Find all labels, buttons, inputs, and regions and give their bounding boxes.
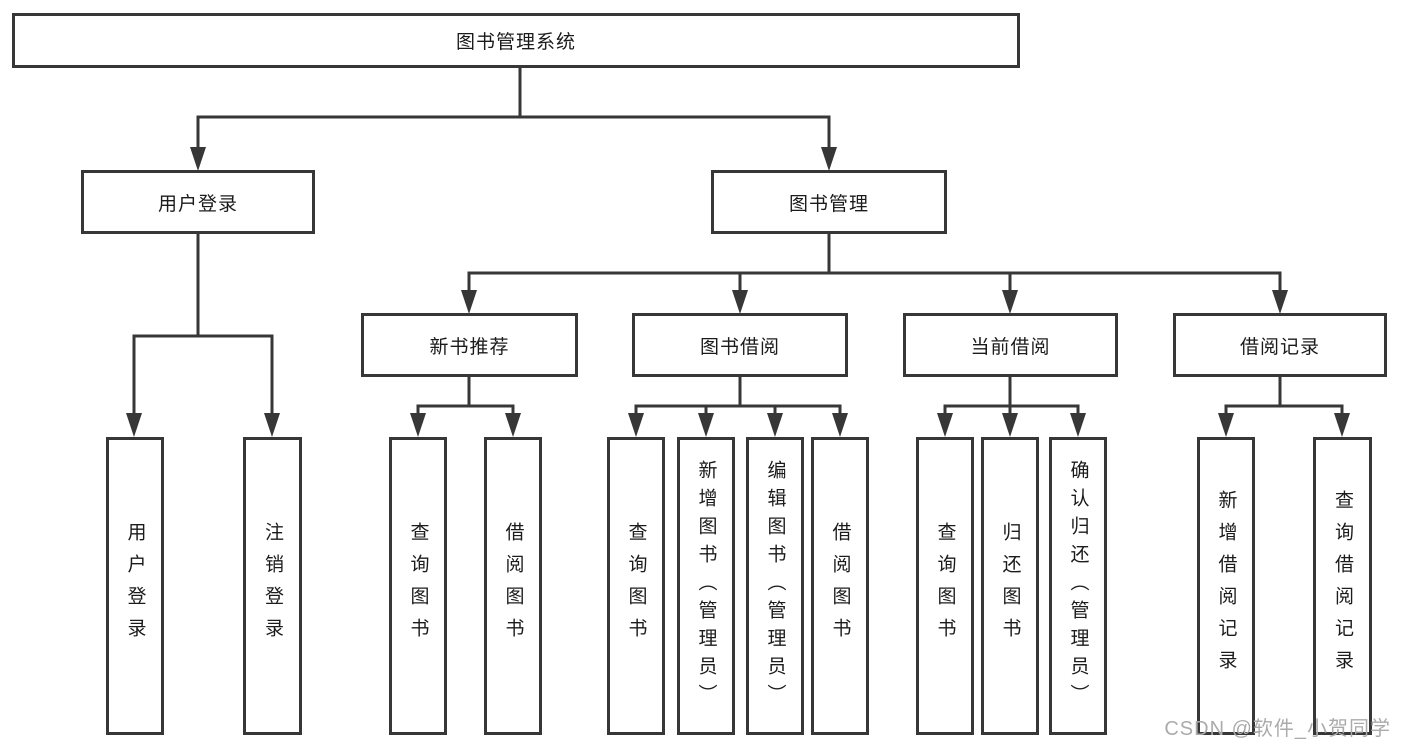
leaf-newbook-query-books: 查询图书 <box>389 437 447 735</box>
node-label: 编辑图书（管理员） <box>764 460 786 712</box>
node-label: 图书借阅 <box>699 336 780 358</box>
node-label: 新增借阅记录 <box>1215 490 1237 682</box>
node-new-book-recommend: 新书推荐 <box>361 313 578 377</box>
node-root: 图书管理系统 <box>12 13 1020 68</box>
node-label: 图书管理系统 <box>455 32 576 53</box>
node-label: 注销登录 <box>262 522 283 650</box>
node-label: 查询图书 <box>625 522 647 650</box>
leaf-newbook-borrow-books: 借阅图书 <box>484 437 542 735</box>
node-label: 新书推荐 <box>429 336 510 358</box>
leaf-user-login: 用户登录 <box>106 437 164 735</box>
leaf-borrow-add-books-admin: 新增图书（管理员） <box>677 437 735 735</box>
node-book-management: 图书管理 <box>711 170 947 234</box>
node-book-borrow: 图书借阅 <box>632 313 848 377</box>
node-label: 归还图书 <box>999 522 1021 650</box>
node-label: 查询图书 <box>407 522 429 650</box>
node-label: 查询图书 <box>934 522 956 650</box>
node-user-login: 用户登录 <box>81 170 315 234</box>
node-label: 查询借阅记录 <box>1332 490 1353 682</box>
leaf-records-query-record: 查询借阅记录 <box>1313 437 1372 735</box>
node-label: 用户登录 <box>124 522 146 650</box>
node-label: 借阅图书 <box>829 522 851 650</box>
csdn-watermark: CSDN @软件_小贺同学 <box>1164 718 1391 740</box>
node-label: 新增图书（管理员） <box>695 460 717 712</box>
leaf-borrow-edit-books-admin: 编辑图书（管理员） <box>746 437 804 735</box>
node-label: 当前借阅 <box>970 336 1051 358</box>
node-current-borrow: 当前借阅 <box>903 313 1118 377</box>
leaf-logout: 注销登录 <box>243 437 302 735</box>
node-label: 用户登录 <box>157 193 238 215</box>
node-label: 借阅图书 <box>502 522 524 650</box>
node-label: 图书管理 <box>788 193 869 215</box>
leaf-borrow-borrow-books: 借阅图书 <box>811 437 869 735</box>
leaf-current-return-books: 归还图书 <box>981 437 1039 735</box>
node-label: 确认归还（管理员） <box>1067 460 1089 712</box>
node-label: 借阅记录 <box>1239 336 1320 358</box>
leaf-borrow-query-books: 查询图书 <box>607 437 665 735</box>
leaf-records-add-record: 新增借阅记录 <box>1197 437 1255 735</box>
leaf-current-query-books: 查询图书 <box>916 437 974 735</box>
leaf-current-confirm-return-admin: 确认归还（管理员） <box>1049 437 1107 735</box>
node-borrow-records: 借阅记录 <box>1173 313 1387 377</box>
